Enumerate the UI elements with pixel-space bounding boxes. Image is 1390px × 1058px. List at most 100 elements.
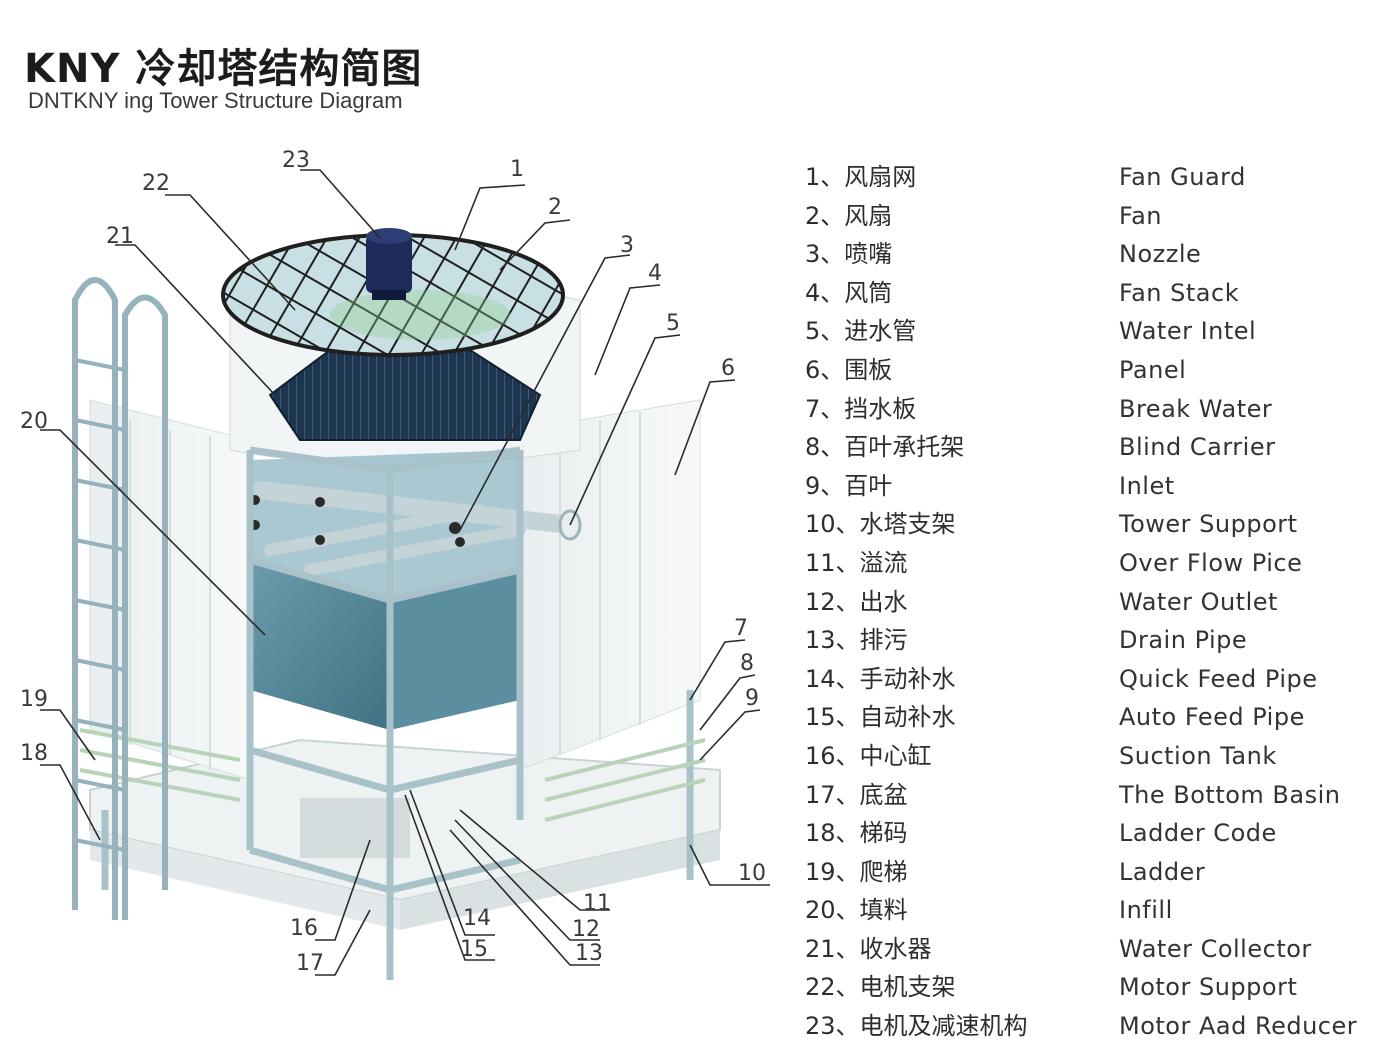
callout-5: 5: [666, 311, 680, 336]
legend-item-cn: 11、溢流: [805, 548, 908, 577]
legend-item-cn: 6、围板: [805, 355, 893, 384]
callout-7: 7: [734, 616, 748, 641]
legend-item-en: Water Collector: [1119, 934, 1312, 963]
legend-item-cn: 2、风扇: [805, 201, 893, 230]
legend-item-en: Ladder Code: [1119, 819, 1277, 848]
legend-item-cn: 4、风筒: [805, 278, 893, 307]
legend-item: 2、风扇 Fan: [805, 197, 1385, 236]
legend-item-cn: 10、水塔支架: [805, 510, 956, 539]
legend-item-cn: 14、手动补水: [805, 664, 956, 693]
legend-item: 7、挡水板 Break Water: [805, 390, 1385, 429]
legend-item-cn: 23、电机及减速机构: [805, 1012, 1028, 1041]
callout-13: 13: [575, 941, 603, 966]
callout-14: 14: [463, 906, 491, 931]
callout-17: 17: [296, 951, 324, 976]
page-subtitle: DNTKNY ing Tower Structure Diagram: [28, 88, 403, 113]
callout-18: 18: [20, 741, 48, 766]
legend-item: 22、电机支架 Motor Support: [805, 968, 1385, 1007]
legend-item-en: Quick Feed Pipe: [1119, 664, 1318, 693]
callout-numbers: 1 2 3 4 5 6 7 8 9 10 11 12 13 14 15 16 1…: [20, 148, 766, 976]
callout-21: 21: [106, 224, 134, 249]
legend-item-en: Fan Guard: [1119, 163, 1246, 191]
legend-item: 16、中心缸 Suction Tank: [805, 737, 1385, 776]
legend-item-en: Auto Feed Pipe: [1119, 703, 1305, 732]
tower-support: [101, 446, 694, 980]
legend-item: 20、填料 Infill: [805, 891, 1385, 930]
nozzle: [250, 495, 465, 547]
legend-item-en: Break Water: [1119, 394, 1273, 423]
legend-item-en: Fan Stack: [1119, 278, 1240, 307]
parts-legend: 1、风扇网 Fan Guard 2、风扇 Fan 3、喷嘴 Nozzle 4、风筒 Fa…: [805, 158, 1385, 1046]
callout-2: 2: [548, 195, 562, 220]
ladder: [72, 277, 168, 920]
legend-item-en: Motor Aad Reducer: [1119, 1012, 1358, 1041]
legend-item-en: Water Outlet: [1119, 587, 1278, 616]
legend-item-cn: 16、中心缸: [805, 741, 932, 770]
legend-item-cn: 20、填料: [805, 896, 908, 925]
callout-10: 10: [738, 861, 766, 886]
legend-item-cn: 22、电机支架: [805, 973, 956, 1002]
legend-item-cn: 21、收水器: [805, 934, 932, 963]
legend-item-cn: 7、挡水板: [805, 394, 917, 423]
legend-item-cn: 1、风扇网: [805, 163, 917, 191]
legend-item: 1、风扇网 Fan Guard: [805, 158, 1385, 197]
legend-item-en: Inlet: [1119, 471, 1175, 500]
callout-8: 8: [740, 651, 754, 676]
callout-11: 11: [583, 891, 611, 916]
callout-16: 16: [290, 916, 318, 941]
legend-item: 4、风筒 Fan Stack: [805, 274, 1385, 313]
legend-item-en: Drain Pipe: [1119, 626, 1248, 655]
legend-item-en: The Bottom Basin: [1119, 780, 1341, 809]
legend-item: 12、出水 Water Outlet: [805, 583, 1385, 622]
legend-item-en: Over Flow Pice: [1119, 548, 1303, 577]
legend-item-en: Ladder: [1119, 857, 1206, 886]
legend-item-cn: 3、喷嘴: [805, 240, 893, 269]
legend-item: 5、进水管 Water Intel: [805, 312, 1385, 351]
legend-item-en: Suction Tank: [1119, 741, 1277, 770]
legend-item: 19、爬梯 Ladder: [805, 853, 1385, 892]
legend-item-en: Panel: [1119, 355, 1187, 384]
legend-item: 11、溢流 Over Flow Pice: [805, 544, 1385, 583]
page-title: KNY 冷却塔结构简图: [24, 46, 423, 92]
cooling-tower-diagram: 1 2 3 4 5 6 7 8 9 10 11 12 13 14 15 16 1…: [20, 148, 770, 980]
legend-item: 6、围板 Panel: [805, 351, 1385, 390]
callout-22: 22: [142, 171, 170, 196]
motor-and-reducer: [366, 228, 412, 300]
legend-item-en: Water Intel: [1119, 317, 1257, 346]
callout-1: 1: [510, 157, 524, 182]
inlet-louver: [79, 728, 706, 822]
legend-item: 8、百叶承托架 Blind Carrier: [805, 428, 1385, 467]
legend-item-cn: 19、爬梯: [805, 857, 908, 886]
legend-item-cn: 5、进水管: [805, 317, 917, 346]
callout-20: 20: [20, 409, 48, 434]
legend-item: 9、百叶 Inlet: [805, 467, 1385, 506]
legend-item: 17、底盆 The Bottom Basin: [805, 776, 1385, 815]
callout-9: 9: [745, 686, 759, 711]
callout-15: 15: [460, 937, 488, 962]
legend-item-cn: 15、自动补水: [805, 703, 956, 732]
legend-item-cn: 8、百叶承托架: [805, 433, 965, 462]
legend-item-en: Fan: [1119, 201, 1163, 230]
callout-19: 19: [20, 687, 48, 712]
callout-23: 23: [282, 148, 310, 173]
legend-item-en: Motor Support: [1119, 973, 1298, 1002]
legend-item: 3、喷嘴 Nozzle: [805, 235, 1385, 274]
legend-item-cn: 13、排污: [805, 626, 908, 655]
legend-item: 21、收水器 Water Collector: [805, 930, 1385, 969]
legend-item-cn: 9、百叶: [805, 471, 893, 500]
leader-lines: [40, 169, 770, 976]
callout-6: 6: [721, 356, 735, 381]
legend-item-cn: 12、出水: [805, 587, 908, 616]
legend-item: 10、水塔支架 Tower Support: [805, 505, 1385, 544]
legend-item-en: Tower Support: [1119, 510, 1298, 539]
callout-3: 3: [620, 233, 634, 258]
legend-item-cn: 17、底盆: [805, 780, 908, 809]
legend-item: 13、排污 Drain Pipe: [805, 621, 1385, 660]
legend-item-en: Nozzle: [1119, 240, 1202, 269]
legend-item: 23、电机及减速机构 Motor Aad Reducer: [805, 1007, 1385, 1046]
legend-item-en: Infill: [1119, 896, 1173, 925]
legend-item-en: Blind Carrier: [1119, 433, 1276, 462]
callout-4: 4: [648, 261, 662, 286]
callout-12: 12: [572, 917, 600, 942]
